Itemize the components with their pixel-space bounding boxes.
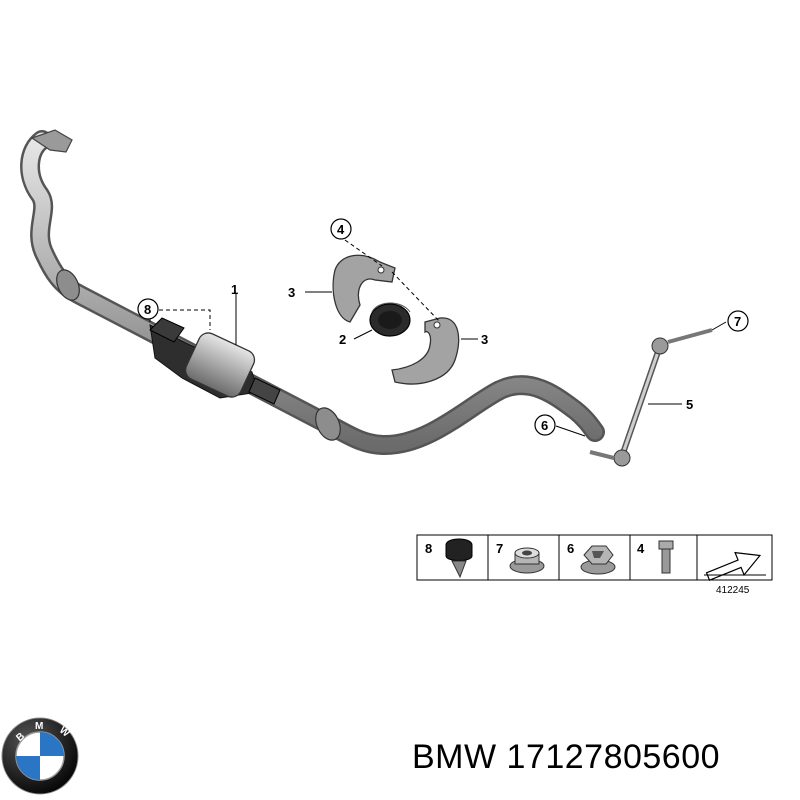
indicator-lines — [149, 239, 441, 330]
rubber-mount — [369, 302, 411, 337]
parts-legend: 8 7 6 4 412245 — [416, 534, 773, 596]
clamp-bracket-upper — [332, 254, 396, 323]
svg-text:4: 4 — [637, 541, 645, 556]
legend-cell-7: 7 — [496, 541, 545, 574]
legend-arrow-icon — [704, 551, 766, 581]
svg-text:8: 8 — [425, 541, 432, 556]
part-number-caption: BMW 17127805600 — [412, 738, 721, 776]
svg-text:2: 2 — [339, 332, 346, 347]
bmw-logo: B M W — [1, 717, 79, 795]
diagram-code: 412245 — [716, 585, 750, 596]
svg-text:3: 3 — [288, 285, 295, 300]
svg-text:6: 6 — [541, 418, 548, 433]
legend-cell-6: 6 — [567, 541, 616, 575]
callout-1: 1 — [231, 282, 238, 297]
coupling-rod — [589, 328, 713, 467]
leader-lines — [235, 291, 727, 437]
legend-cell-8: 8 — [425, 538, 473, 579]
svg-text:7: 7 — [734, 314, 741, 329]
svg-text:5: 5 — [686, 397, 693, 412]
callout-6: 6 — [534, 414, 556, 436]
stabilizer-bar — [20, 129, 605, 456]
svg-text:1: 1 — [231, 282, 238, 297]
svg-text:7: 7 — [496, 541, 503, 556]
callout-4: 4 — [330, 218, 352, 240]
svg-text:8: 8 — [144, 302, 151, 317]
legend-cell-4: 4 — [637, 540, 674, 574]
callout-5: 5 — [686, 397, 693, 412]
svg-text:6: 6 — [567, 541, 574, 556]
svg-text:M: M — [35, 721, 43, 732]
callout-3-left: 3 — [288, 285, 295, 300]
callout-3-right: 3 — [481, 332, 488, 347]
callout-8: 8 — [137, 298, 159, 320]
callout-2: 2 — [339, 332, 346, 347]
callout-7: 7 — [727, 310, 749, 332]
svg-text:4: 4 — [337, 222, 345, 237]
svg-text:3: 3 — [481, 332, 488, 347]
clamp-bracket-lower — [391, 317, 460, 385]
